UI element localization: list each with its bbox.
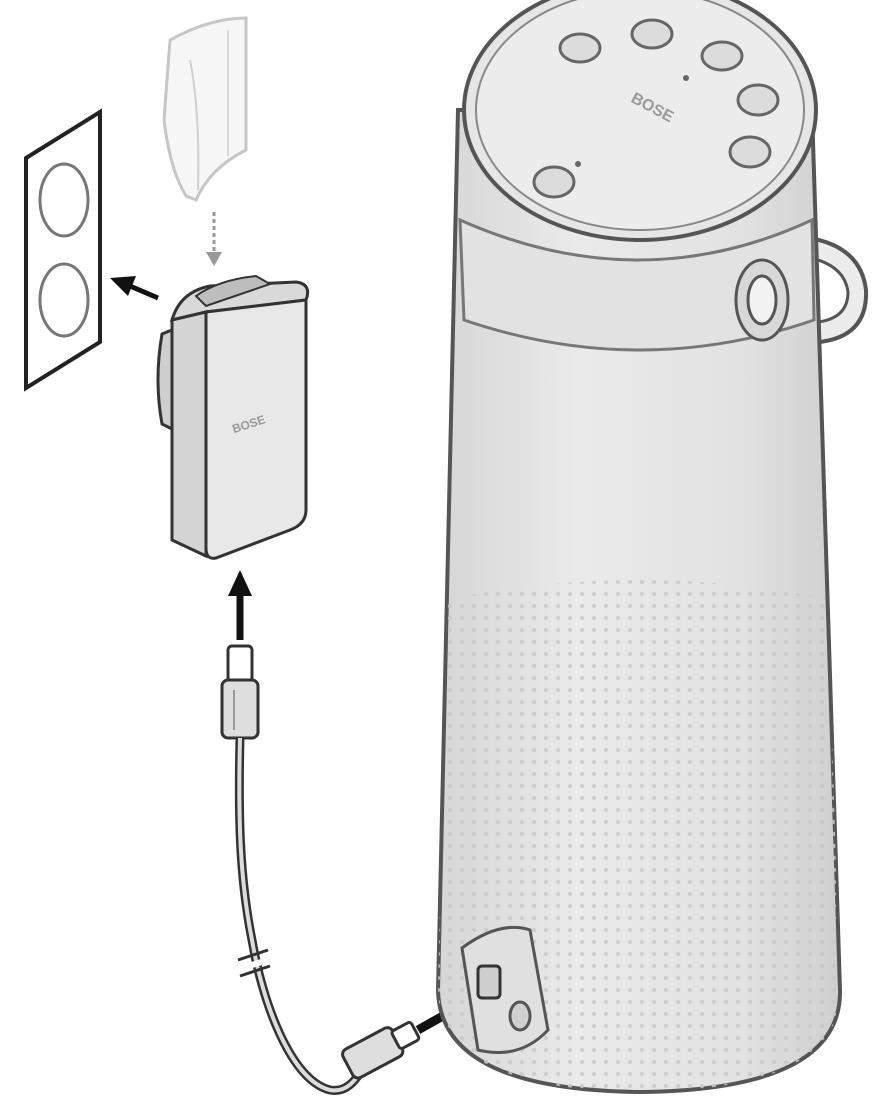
plug-adapter-icon [164, 18, 246, 200]
arrow-icon [206, 212, 222, 266]
arrow-icon [110, 276, 158, 298]
arrow-icon [228, 570, 252, 640]
usb-cable-icon [222, 646, 423, 1090]
speaker-icon: BOSE [430, 0, 866, 1100]
wall-outlet-icon [26, 112, 100, 388]
power-supply-icon: BOSE [158, 276, 308, 558]
